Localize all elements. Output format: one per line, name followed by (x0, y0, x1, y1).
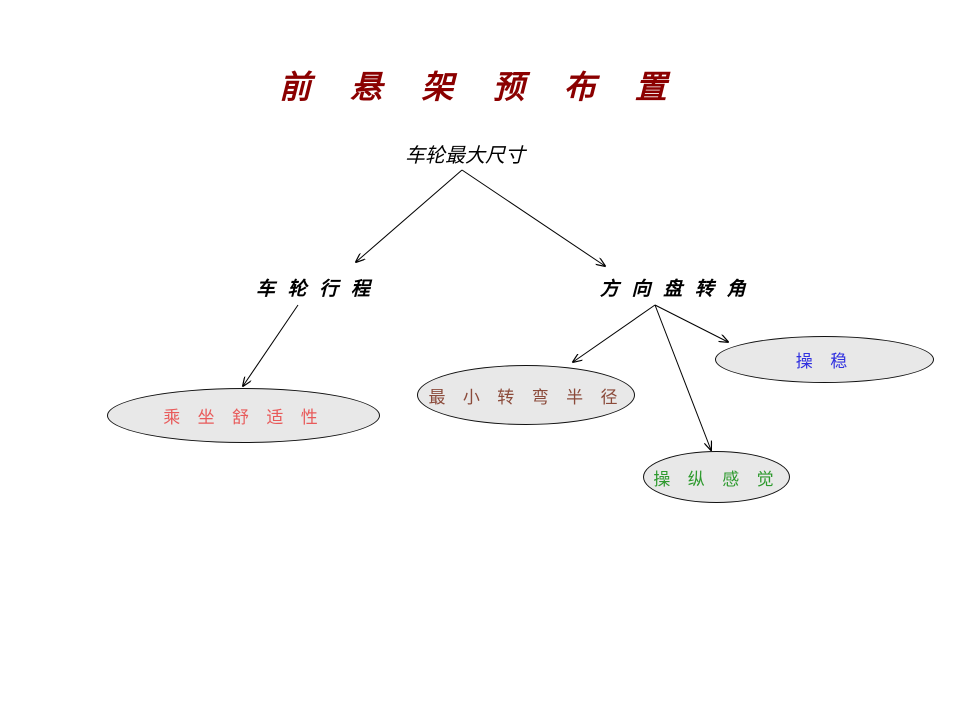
leaf-min-turning-radius-label: 最 小 转 弯 半 径 (428, 387, 624, 408)
leaf-ride-comfort: 乘 坐 舒 适 性 (107, 388, 380, 443)
leaf-min-turning-radius: 最 小 转 弯 半 径 (417, 365, 635, 425)
arrow-steering-to-handling-feel (654, 304, 711, 450)
leaf-handling-stability-label: 操 稳 (795, 352, 854, 372)
page-title: 前 悬 架 预 布 置 (279, 68, 681, 106)
root-node-max-wheel-size: 车轮最大尺寸 (405, 143, 525, 167)
leaf-handling-feel: 操 纵 感 觉 (643, 451, 790, 503)
leaf-ride-comfort-label: 乘 坐 舒 适 性 (163, 408, 324, 428)
node-steering-wheel-angle: 方 向 盘 转 角 (600, 278, 749, 300)
arrow-root-to-steering-angle (461, 169, 605, 266)
arrow-root-to-wheel-travel (356, 169, 463, 262)
leaf-handling-stability: 操 稳 (715, 336, 934, 383)
leaf-handling-feel-label: 操 纵 感 觉 (653, 469, 780, 490)
arrow-steering-to-handling-stability (654, 304, 728, 342)
arrow-wheel-travel-to-ride-comfort (243, 304, 299, 386)
arrow-steering-to-turning-radius (573, 304, 656, 362)
node-wheel-travel: 车 轮 行 程 (256, 278, 373, 300)
